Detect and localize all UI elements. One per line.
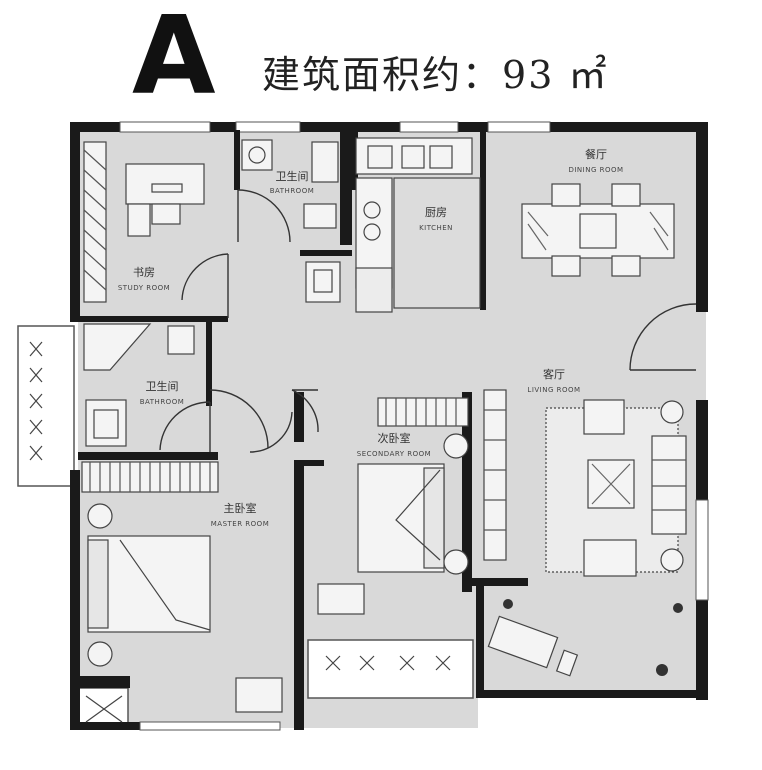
living-furniture xyxy=(487,399,687,677)
bathroom-mid-label-en: BATHROOM xyxy=(140,398,185,406)
study-label-en: STUDY ROOM xyxy=(118,284,170,292)
room-labels: 书房 STUDY ROOM 卫生间 BATHROOM 厨房 KITCHEN 餐厅… xyxy=(118,147,623,528)
bathroom-top-fixtures xyxy=(241,139,341,303)
area-label-text: 建筑面积约： xyxy=(262,53,503,97)
door-swings xyxy=(159,189,697,453)
bathroom-top-label-en: BATHROOM xyxy=(270,187,315,195)
bathroom-top-label: 卫生间 xyxy=(276,169,309,183)
interior-walls xyxy=(78,130,528,730)
dining-label: 餐厅 xyxy=(585,147,607,161)
secondary-label: 次卧室 xyxy=(378,431,411,445)
secondary-label-en: SECONDARY ROOM xyxy=(357,450,431,458)
master-label-en: MASTER ROOM xyxy=(211,520,269,528)
kitchen-fixtures xyxy=(355,137,481,313)
kitchen-label-en: KITCHEN xyxy=(419,224,453,232)
living-label: 客厅 xyxy=(543,367,565,381)
area-unit: ㎡ xyxy=(568,53,609,97)
dining-set xyxy=(521,183,675,277)
windows xyxy=(119,121,709,731)
kitchen-label: 厨房 xyxy=(425,206,447,219)
secondary-bed xyxy=(317,433,469,615)
master-bed xyxy=(87,503,283,713)
wardrobes xyxy=(81,389,507,561)
study-label: 书房 xyxy=(133,266,155,279)
balcony-marks xyxy=(29,341,451,723)
exterior-walls xyxy=(70,122,708,730)
building-area-label: 建筑面积约：93 ㎡ xyxy=(262,50,608,100)
living-label-en: LIVING ROOM xyxy=(527,386,580,394)
bathroom-mid-label: 卫生间 xyxy=(146,379,179,393)
exterior-cutouts xyxy=(17,325,474,729)
master-label: 主卧室 xyxy=(224,501,257,515)
dining-label-en: DINING ROOM xyxy=(568,166,623,174)
area-value: 93 xyxy=(502,53,555,97)
plant-icons xyxy=(503,599,683,676)
unit-type-letter: A xyxy=(132,0,216,119)
bathroom-mid-fixtures xyxy=(83,323,195,447)
study-furniture xyxy=(83,141,205,303)
